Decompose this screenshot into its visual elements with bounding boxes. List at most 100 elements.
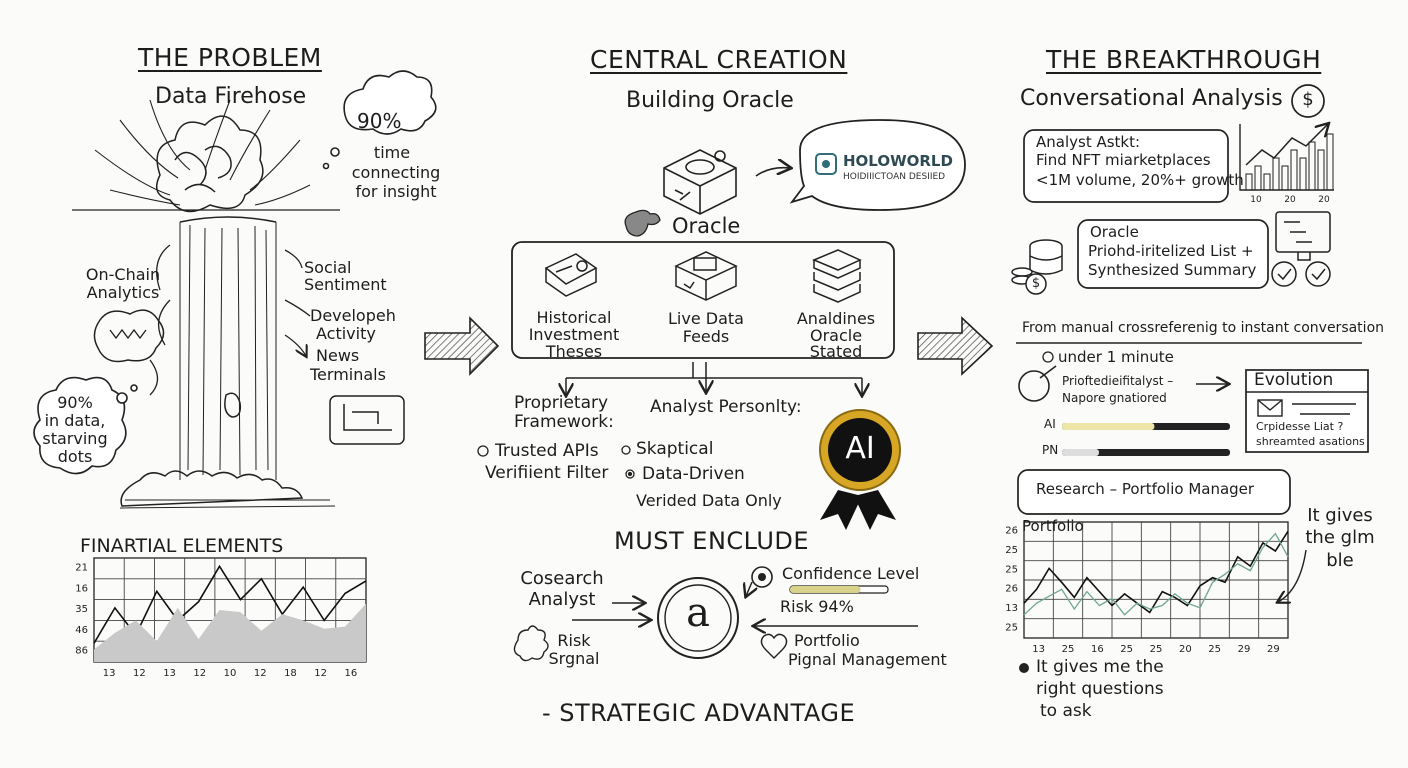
bar-label: AI [1044,417,1056,431]
input-historical-1: Historical [536,308,612,327]
label-news-2: Terminals [310,365,386,384]
ai-badge-label: AI [845,431,875,466]
hub-arrows [572,581,918,626]
central-heading: CENTRAL CREATION [590,45,848,74]
series-line [1023,530,1289,614]
oracle-result-box [1077,219,1269,289]
starving-stat-line: starving [42,429,108,448]
evolution-title: Evolution [1254,370,1334,390]
confidence-gauge-icon [751,566,773,588]
starving-stat-line: in data, [44,411,106,430]
hub-input-risk-2: Srgnal [548,649,600,668]
query-tick-label: 10 [1250,195,1262,205]
bullet-dot [1019,663,1029,673]
input-analdines-1: Analdines [796,309,876,328]
label-developer-2: Activity [316,324,376,343]
label-onchain-2: Analytics [86,283,160,302]
query-tick-label: 20 [1284,195,1296,205]
starving-stat-line: 90% [57,393,93,412]
x-tick-label: 25 [1062,644,1075,655]
query-bar-chart: 10 20 20 [1239,124,1334,205]
query-box [1023,129,1229,203]
query-chart-marks [1245,133,1334,191]
holoworld-subtitle: HOIDIIICTOAN DESIIED [843,172,946,182]
quote-pointer [1278,549,1307,602]
quote-line: the glm [1305,527,1375,548]
oracle-device-icon [663,149,737,215]
x-tick-label: 16 [345,668,358,679]
x-tick-label: 25 [1208,644,1221,655]
mail-icon [1257,399,1356,417]
persona-item: Verided Data Only [636,491,782,510]
x-tick-label: 16 [1091,644,1104,655]
evolution-line: Crpidesse Liat ? [1256,420,1344,433]
query-line: Find NFT miarketplaces [1036,151,1211,169]
confidence-label: Confidence Level [782,564,920,583]
monitor-box-icon [674,251,738,301]
quote-line: It gives [1307,505,1373,526]
central-subheading: Building Oracle [626,88,794,113]
input-historical-2: Investment [528,325,620,344]
hub-circle [657,577,739,659]
x-tick-label: 13 [163,668,176,679]
x-tick-label: 12 [133,668,146,679]
portfolio-line-2: Pignal Management [788,650,947,669]
y-tick-label: 46 [75,625,88,636]
chart1-title: FINARTIAL ELEMENTS [80,535,284,557]
input-live-2: Feeds [682,327,730,346]
label-onchain-1: On-Chain [85,265,161,284]
oracle-result-line: Priohd-iritelized List + [1088,242,1254,260]
input-analdines-2: Oracle [809,326,863,345]
framework-item: Trusted APIs [495,441,599,461]
x-tick-label: 10 [224,668,237,679]
bullet-line: right questions [1036,679,1164,699]
monitor-checklist-icon [1271,211,1331,287]
flow-arrow-right [917,316,994,376]
y-tick-label: 86 [75,646,88,657]
series-line [1023,532,1289,616]
query-bar [1317,149,1325,191]
label-developer-1: Developeh [310,306,396,325]
query-tick-label: 20 [1318,195,1330,205]
list-bullet-icons [477,445,635,479]
x-tick-label: 12 [193,668,206,679]
time-stat-line: time [373,143,411,162]
x-tick-label: 12 [314,668,327,679]
portfolio-heart-icon [760,633,788,659]
label-news-1: News [316,346,360,365]
time-stat-line: for insight [355,182,437,201]
x-tick-label: 20 [1179,644,1192,655]
chart2-marks [1023,530,1289,616]
query-bar [1290,149,1298,191]
y-tick-label: 16 [75,583,88,594]
starving-stat-line: dots [57,447,93,466]
holoworld-logo-icon [815,153,837,175]
x-tick-label: 18 [284,668,297,679]
bullet-line: It gives me the [1036,657,1164,677]
thought-bubble-starving [33,376,138,475]
x-tick-label: 29 [1238,644,1251,655]
holoworld-title: HOLOWORLD [843,152,953,170]
result-bars [1062,423,1230,456]
query-line: Analyst Astkt: [1036,133,1141,151]
query-bar [1263,173,1271,191]
oracle-label: Oracle [672,214,741,238]
label-social-1: Social [304,258,352,277]
oracle-result-line: Oracle [1090,223,1139,241]
bullet-line: to ask [1040,701,1092,721]
query-bar [1281,165,1289,191]
problem-heading: THE PROBLEM [138,43,322,72]
input-historical-3: Theses [545,342,603,361]
y-tick-label: 25 [1005,545,1018,556]
strategic-advantage: - STRATEGIC ADVANTAGE [542,699,856,727]
query-chart-ticks: 10 20 20 [1250,195,1330,205]
label-social-2: Sentiment [304,275,387,294]
x-tick-label: 25 [1150,644,1163,655]
y-tick-label: 35 [75,604,88,615]
flow-arrow-left [424,316,500,376]
query-bar [1245,173,1253,191]
x-tick-label: 29 [1267,644,1280,655]
